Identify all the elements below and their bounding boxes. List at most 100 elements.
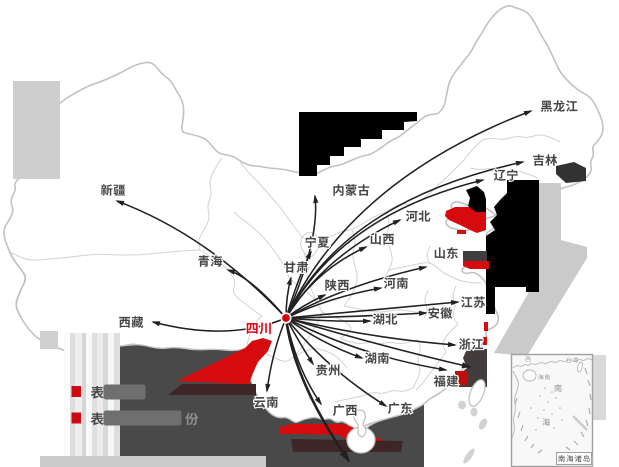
arrow-line-hebei: [285, 219, 401, 319]
arrow-head-guizhou: [307, 356, 314, 366]
label-yunnan: [253, 395, 279, 410]
border-restroke: [7, 247, 27, 317]
label-ningxia: [304, 234, 332, 249]
origin-dot: [282, 314, 290, 322]
arrow-head-guangdong: [378, 400, 388, 407]
south-china-sea-inset: [510, 353, 594, 467]
corrupt-dark-jiaozhou: [463, 251, 487, 261]
arrow-head-hubei: [362, 318, 372, 324]
arrow-line-zhejiang: [285, 317, 456, 346]
label-henan: [382, 275, 409, 291]
inset-title: [558, 455, 590, 462]
arrow-line-shandong: [285, 266, 427, 319]
label-jiangsu: [459, 295, 487, 310]
arrow-head-henan: [373, 286, 383, 292]
arrow-head-hebei: [392, 219, 402, 226]
arrow-head-xizang: [151, 321, 161, 327]
ghost-blob1: [458, 400, 466, 410]
arrow-head-heilongjiang: [523, 110, 533, 116]
red-hainan-band: [280, 424, 352, 435]
arrow-head-neimenggu: [313, 194, 319, 204]
arrow-head-guangxi: [314, 396, 323, 406]
legend-marker-1: [71, 386, 81, 397]
label-gansu: [282, 260, 310, 275]
label-hubei: [371, 312, 399, 327]
inset-label-4: [542, 418, 550, 426]
corrupt-black-ne: [299, 112, 417, 176]
inset-label-2: [538, 374, 550, 380]
map-overlays: [13, 81, 606, 467]
label-qinghai: [197, 253, 224, 269]
label-shandong: [433, 245, 460, 260]
legend-item-1: [71, 384, 146, 400]
label-sichuan: [245, 321, 272, 336]
arrow-line-xizang: [152, 317, 287, 332]
arrow-line-hainan: [284, 317, 351, 462]
legend-covered-bar-1: [103, 384, 146, 400]
corrupt-rect-sw: [40, 331, 58, 349]
label-hunan: [363, 351, 390, 366]
corrupt-gray-band: [494, 183, 587, 356]
arrow-head-east: [461, 362, 472, 369]
arrow-head-gansu: [286, 276, 292, 286]
corrupt-maroon-yunnan: [168, 384, 256, 395]
arrow-line-jilin: [285, 161, 524, 319]
arrow-head-shanxi: [358, 246, 368, 253]
label-xizang: [118, 315, 145, 330]
inset-label-3: [554, 384, 562, 392]
label-liaoning: [492, 167, 519, 184]
arrow-head-jilin: [515, 160, 525, 166]
arrow-line-hubei: [285, 317, 371, 322]
arrow-head-anhui: [418, 310, 428, 316]
corrupt-black-east: [486, 180, 539, 314]
arrow-head-jiangsu: [450, 300, 460, 306]
inset-label-1: [566, 357, 579, 363]
arrow-head-xinjiang: [115, 200, 125, 206]
legend-marker-2: [71, 412, 81, 424]
island-taiwan: [468, 379, 486, 407]
label-xinjiang: [99, 182, 127, 198]
arrow-line-heilongjiang: [285, 110, 532, 319]
arrow-head-zhejiang: [447, 341, 457, 348]
label-guangxi: [331, 402, 358, 418]
province-labels: [99, 99, 579, 418]
route-arrows: [115, 110, 533, 463]
arrow-head-fujian: [438, 366, 448, 372]
legend-text-1: [90, 386, 104, 399]
red-bohai-dash: [457, 230, 466, 234]
arrow-head-ningxia: [305, 250, 312, 260]
red-sliver-zhejiang: [483, 337, 487, 345]
corrupt-black-liaodong: [466, 186, 486, 212]
inset-taiwan: [577, 361, 583, 373]
arrow-line-yunnan: [266, 317, 287, 392]
label-jilin: [532, 153, 559, 167]
label-shaanxi: [324, 278, 350, 293]
arrow-head-hunan: [354, 353, 364, 359]
label-fujian: [432, 373, 461, 389]
arrow-head-shandong: [418, 265, 428, 272]
arrow-line-henan: [285, 287, 382, 319]
ghost-blob2: [470, 407, 478, 417]
corrupt-gray-band3: [593, 355, 606, 420]
arrow-head-liaoning: [475, 179, 485, 185]
legend-suffix-2: [185, 412, 199, 426]
arrow-head-qinghai: [226, 269, 236, 275]
arrow-head-yunnan: [265, 383, 271, 393]
legend: [71, 384, 199, 426]
corrupt-rect-west: [13, 81, 60, 179]
arrow-line-hunan: [285, 317, 363, 359]
label-anhui: [426, 305, 455, 321]
label-hebei: [404, 208, 432, 224]
arrow-head-hainan: [339, 449, 351, 463]
red-yunnan: [177, 338, 272, 384]
label-shanxi: [369, 232, 395, 246]
arrow-line-anhui: [285, 312, 427, 319]
legend-text-2: [90, 412, 104, 426]
label-guangdong: [386, 400, 414, 416]
ghost-blob4: [463, 448, 475, 464]
red-bohai: [445, 207, 486, 233]
inset-title-box: [556, 452, 592, 465]
inset-hainan: [522, 369, 537, 382]
label-neimenggu: [332, 183, 371, 198]
